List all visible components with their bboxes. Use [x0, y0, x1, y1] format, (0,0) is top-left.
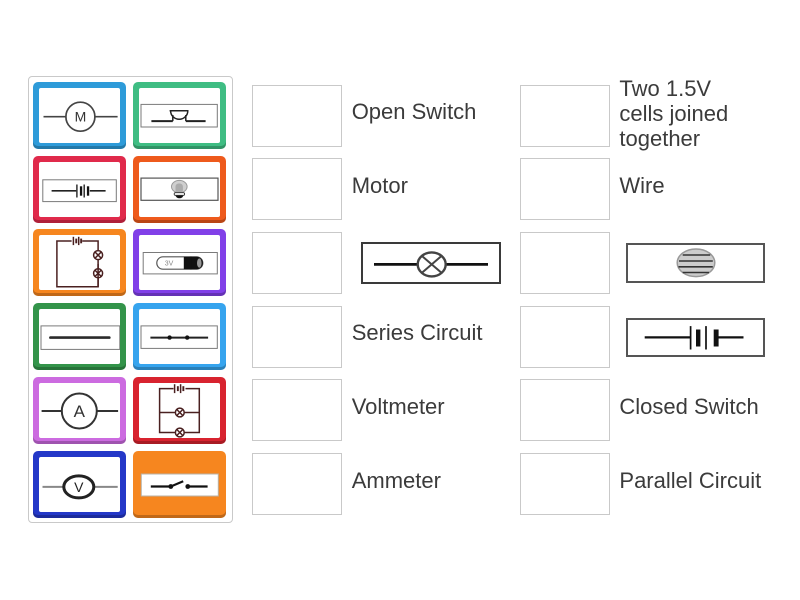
svg-text:3V: 3V	[165, 261, 174, 268]
svg-text:V: V	[74, 479, 84, 495]
svg-text:M: M	[75, 109, 87, 125]
svg-text:A: A	[74, 402, 86, 421]
